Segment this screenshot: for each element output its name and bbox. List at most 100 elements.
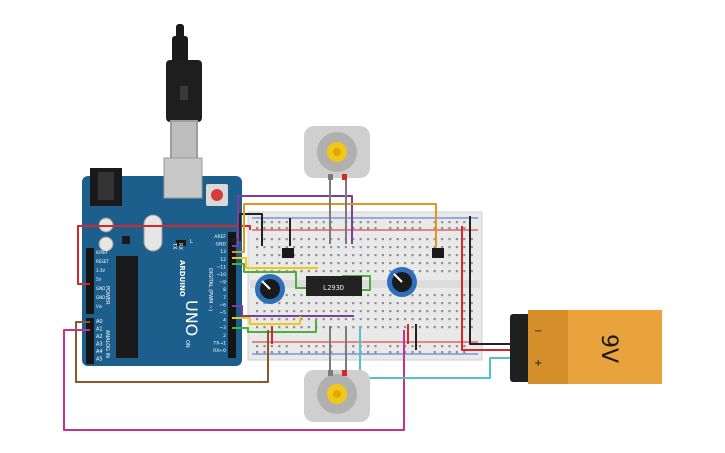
breadboard-hole[interactable] (352, 254, 355, 257)
breadboard-hole[interactable] (315, 238, 318, 241)
breadboard-hole[interactable] (300, 270, 303, 273)
breadboard-hole[interactable] (337, 270, 340, 273)
breadboard-hole[interactable] (285, 310, 288, 313)
breadboard-hole[interactable] (322, 318, 325, 321)
breadboard-hole[interactable] (367, 345, 370, 348)
breadboard-hole[interactable] (389, 238, 392, 241)
breadboard-hole[interactable] (396, 221, 399, 224)
breadboard-hole[interactable] (307, 310, 310, 313)
breadboard-hole[interactable] (367, 227, 370, 230)
breadboard-hole[interactable] (293, 310, 296, 313)
breadboard-hole[interactable] (307, 238, 310, 241)
breadboard-hole[interactable] (448, 262, 451, 265)
breadboard-hole[interactable] (322, 227, 325, 230)
breadboard-hole[interactable] (411, 351, 414, 354)
breadboard-hole[interactable] (307, 262, 310, 265)
breadboard-hole[interactable] (352, 326, 355, 329)
breadboard-hole[interactable] (389, 345, 392, 348)
breadboard[interactable] (247, 211, 483, 361)
breadboard-hole[interactable] (256, 238, 259, 241)
breadboard-hole[interactable] (300, 246, 303, 249)
breadboard-hole[interactable] (374, 345, 377, 348)
breadboard-hole[interactable] (448, 302, 451, 305)
breadboard-hole[interactable] (418, 310, 421, 313)
breadboard-hole[interactable] (315, 345, 318, 348)
breadboard-hole[interactable] (352, 221, 355, 224)
breadboard-hole[interactable] (278, 262, 281, 265)
breadboard-hole[interactable] (285, 221, 288, 224)
breadboard-hole[interactable] (433, 238, 436, 241)
breadboard-hole[interactable] (404, 238, 407, 241)
breadboard-hole[interactable] (396, 310, 399, 313)
breadboard-hole[interactable] (307, 221, 310, 224)
breadboard-hole[interactable] (256, 262, 259, 265)
breadboard-hole[interactable] (381, 246, 384, 249)
breadboard-hole[interactable] (307, 345, 310, 348)
breadboard-hole[interactable] (381, 270, 384, 273)
breadboard-hole[interactable] (315, 351, 318, 354)
breadboard-hole[interactable] (389, 326, 392, 329)
breadboard-hole[interactable] (441, 345, 444, 348)
breadboard-hole[interactable] (433, 294, 436, 297)
breadboard-hole[interactable] (315, 270, 318, 273)
breadboard-hole[interactable] (330, 262, 333, 265)
breadboard-hole[interactable] (448, 310, 451, 313)
breadboard-hole[interactable] (426, 326, 429, 329)
breadboard-hole[interactable] (256, 302, 259, 305)
breadboard-hole[interactable] (330, 238, 333, 241)
breadboard-hole[interactable] (433, 302, 436, 305)
breadboard-hole[interactable] (359, 246, 362, 249)
breadboard-hole[interactable] (285, 326, 288, 329)
breadboard-hole[interactable] (359, 310, 362, 313)
breadboard-hole[interactable] (433, 221, 436, 224)
breadboard-hole[interactable] (418, 302, 421, 305)
breadboard-hole[interactable] (374, 294, 377, 297)
breadboard-hole[interactable] (256, 345, 259, 348)
breadboard-hole[interactable] (448, 326, 451, 329)
breadboard-hole[interactable] (278, 221, 281, 224)
breadboard-hole[interactable] (374, 262, 377, 265)
breadboard-hole[interactable] (315, 310, 318, 313)
breadboard-hole[interactable] (285, 345, 288, 348)
breadboard-hole[interactable] (330, 302, 333, 305)
breadboard-hole[interactable] (256, 254, 259, 257)
breadboard-hole[interactable] (367, 254, 370, 257)
breadboard-hole[interactable] (381, 262, 384, 265)
breadboard-hole[interactable] (293, 246, 296, 249)
breadboard-hole[interactable] (441, 238, 444, 241)
breadboard-hole[interactable] (426, 246, 429, 249)
breadboard-hole[interactable] (389, 294, 392, 297)
breadboard-hole[interactable] (270, 227, 273, 230)
breadboard-hole[interactable] (293, 326, 296, 329)
breadboard-hole[interactable] (344, 310, 347, 313)
breadboard-hole[interactable] (352, 351, 355, 354)
breadboard-hole[interactable] (448, 318, 451, 321)
breadboard-hole[interactable] (330, 270, 333, 273)
breadboard-hole[interactable] (278, 246, 281, 249)
breadboard-hole[interactable] (270, 238, 273, 241)
breadboard-hole[interactable] (263, 351, 266, 354)
breadboard-hole[interactable] (256, 351, 259, 354)
breadboard-hole[interactable] (411, 270, 414, 273)
breadboard-hole[interactable] (441, 351, 444, 354)
breadboard-hole[interactable] (278, 326, 281, 329)
breadboard-hole[interactable] (433, 318, 436, 321)
breadboard-hole[interactable] (470, 262, 473, 265)
breadboard-hole[interactable] (426, 294, 429, 297)
breadboard-hole[interactable] (381, 254, 384, 257)
breadboard-hole[interactable] (344, 318, 347, 321)
breadboard-hole[interactable] (270, 254, 273, 257)
breadboard-hole[interactable] (278, 227, 281, 230)
breadboard-hole[interactable] (418, 262, 421, 265)
breadboard-hole[interactable] (470, 294, 473, 297)
breadboard-hole[interactable] (300, 238, 303, 241)
breadboard-hole[interactable] (315, 227, 318, 230)
breadboard-hole[interactable] (396, 302, 399, 305)
breadboard-hole[interactable] (285, 262, 288, 265)
breadboard-hole[interactable] (448, 246, 451, 249)
breadboard-hole[interactable] (285, 302, 288, 305)
breadboard-hole[interactable] (448, 221, 451, 224)
breadboard-hole[interactable] (441, 262, 444, 265)
breadboard-hole[interactable] (411, 254, 414, 257)
breadboard-hole[interactable] (330, 254, 333, 257)
